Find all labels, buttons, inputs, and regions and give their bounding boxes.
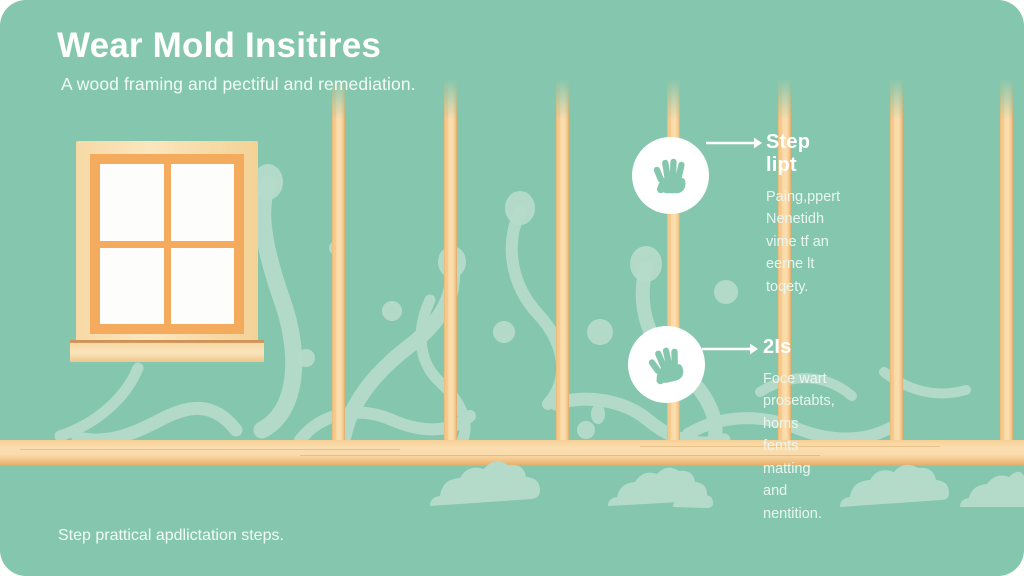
- footer: Step prattical apdlictation steps.: [58, 527, 284, 545]
- callout-2-body: Foce wart prosetabts, homs femts matting…: [763, 371, 835, 522]
- page-title: Wear Mold Insitires: [57, 26, 382, 65]
- wall-stud: [890, 78, 903, 444]
- window-panes: [100, 164, 234, 324]
- callout-1-text: Step lipt Paing,ppert Nenetidh vime tf a…: [766, 131, 840, 298]
- page-subtitle: A wood framing and pectiful and remediat…: [61, 73, 416, 94]
- header: Wear Mold Insitires A wood framing and p…: [57, 24, 416, 95]
- callout-2-arrow: [702, 343, 758, 355]
- callout-1-body: Paing,ppert Nenetidh vime tf an eerne lt…: [766, 189, 841, 295]
- window-pane: [100, 164, 164, 241]
- wall-stud: [556, 78, 569, 444]
- callout-2-text: 2Ɩs Foce wart prosetabts, homs femts mat…: [763, 336, 835, 525]
- hand-glove-icon: [648, 347, 683, 384]
- window-inner-frame: [90, 154, 244, 334]
- wall-stud: [778, 78, 791, 444]
- callout-1-badge[interactable]: [632, 137, 709, 214]
- callout-2-title: 2Ɩs: [763, 336, 792, 358]
- callout-1-arrow: [706, 137, 762, 149]
- window-pane: [170, 247, 234, 324]
- window-pane: [170, 164, 234, 241]
- footer-text: Step prattical apdlictation steps.: [58, 527, 284, 544]
- window-pane: [100, 247, 164, 324]
- callout-1-title: Step lipt: [766, 131, 811, 176]
- callout-2-badge[interactable]: [628, 326, 705, 403]
- hand-glove-icon: [653, 158, 685, 193]
- wall-stud: [1000, 78, 1013, 444]
- wall-stud: [332, 78, 345, 444]
- bottom-plate: [0, 440, 1024, 466]
- wall-stud: [444, 78, 457, 444]
- window: [76, 141, 258, 347]
- window-sill: [70, 340, 264, 362]
